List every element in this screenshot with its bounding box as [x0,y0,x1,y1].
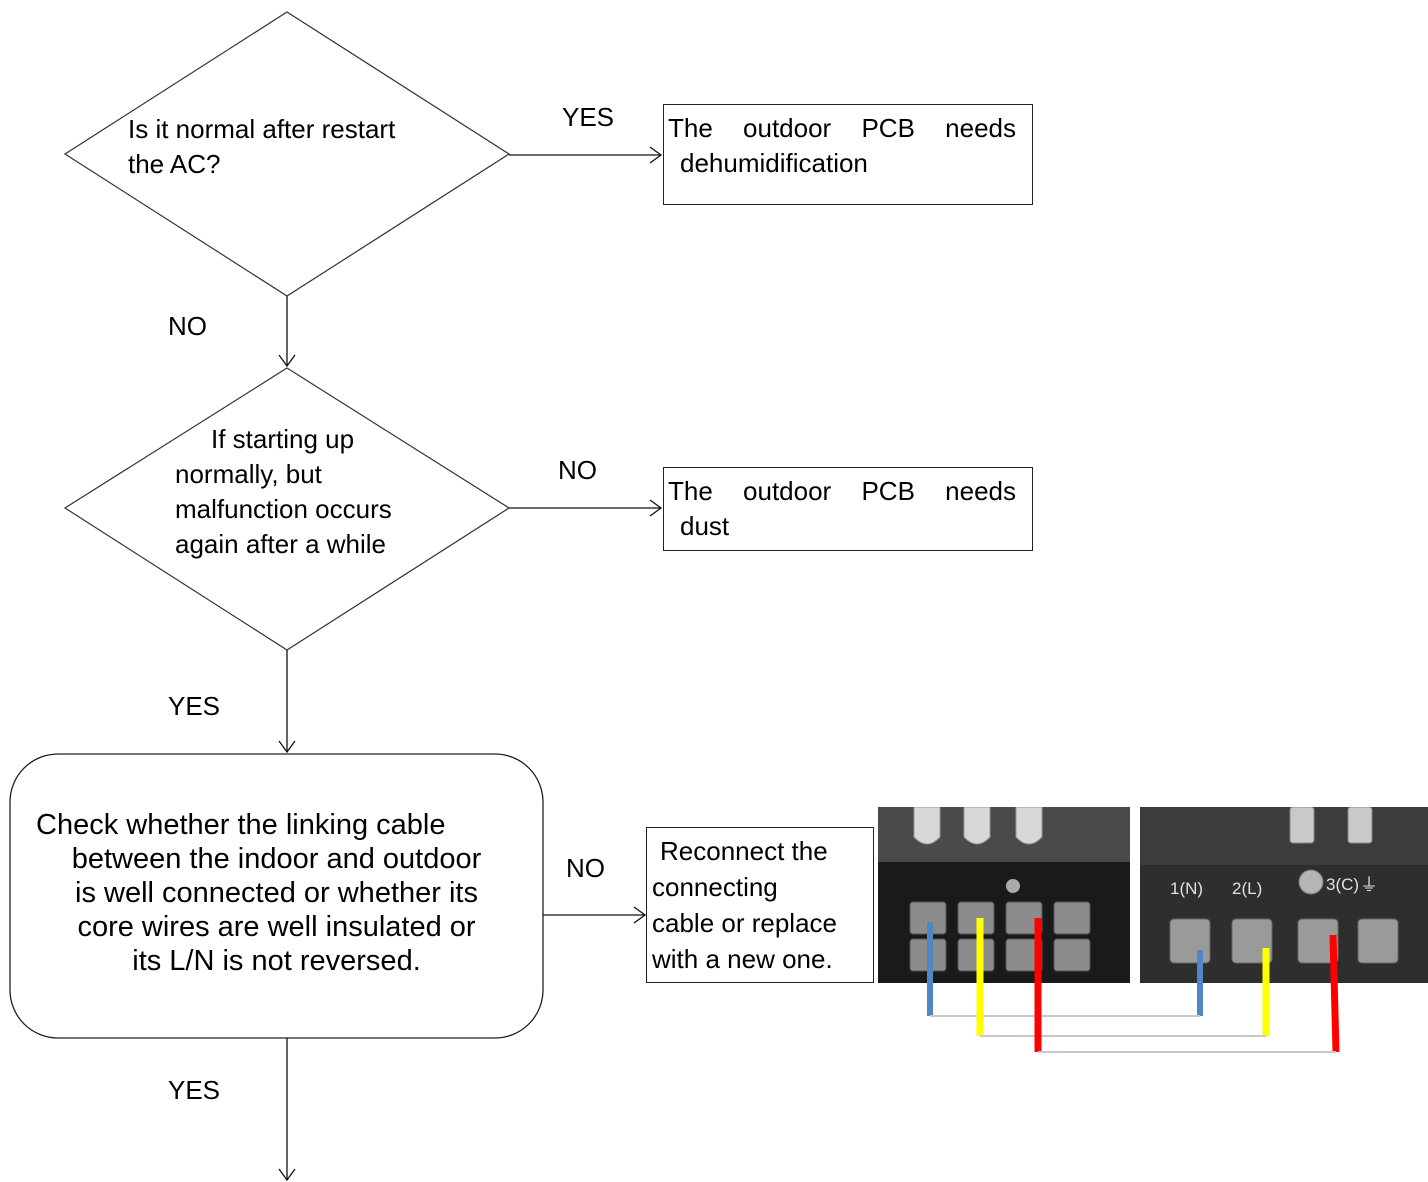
process-check-shape [9,753,544,1039]
connector-d2-yes [278,650,296,754]
process-check-line-4: core wires are well insulated or [77,911,476,943]
ground-icon: ⏚ [1360,875,1378,895]
terminal-label-3: 3(C) [1326,875,1360,894]
wire-live [976,918,1270,1037]
wire-neutral [927,922,1203,1017]
result-2-line-2: dust [680,511,730,541]
process-check-text: Check whether the linking cable between … [10,808,543,978]
result-3-line-1: Reconnect the [660,836,828,866]
terminal-block-right-art [1140,807,1428,983]
terminal-block-photo-right: 1(N) 2(L) 3(C) ⏚ [1140,807,1428,983]
label-d2-no: NO [558,455,597,485]
process-check-line-2: between the indoor and outdoor [71,843,482,875]
result-3-line-3: cable or replace [652,908,837,938]
connector-d1-yes [509,146,663,164]
decision-2-text: If starting up normally, but malfunction… [175,422,392,562]
decision-2-line-3: malfunction occurs [175,494,392,524]
label-d1-yes: YES [562,102,615,132]
result-box-reconnect: Reconnect the connecting cable or replac… [646,827,874,983]
result-box-dust: The outdoor PCB needs dust [663,467,1033,551]
terminal-label-2: 2(L) [1232,879,1263,898]
decision-1-line-2: the AC? [128,149,221,179]
result-1-line-1: The outdoor PCB needs [668,113,1016,143]
connector-d2-no [509,499,663,517]
label-d1-no: NO [168,311,207,341]
decision-2-line-1: If starting up [211,424,355,454]
decision-2-line-2: normally, but [175,459,322,489]
terminal-block-photo-left [878,807,1130,983]
wire-common [1034,918,1340,1053]
process-check-line-1: Check whether the linking cable [36,809,446,841]
decision-2-line-4: again after a while [175,529,387,559]
label-d2-yes: YES [168,691,221,721]
process-check-line-5: its L/N is not reversed. [132,945,421,977]
connector-check-yes [278,1038,296,1182]
terminal-label-1: 1(N) [1170,879,1204,898]
label-check-no: NO [566,853,605,883]
wire-common-right [1329,934,1340,1053]
result-3-line-2: connecting [652,872,778,902]
decision-1-line-1: Is it normal after restart [128,114,396,144]
result-2-line-1: The outdoor PCB needs [668,476,1016,506]
terminal-block-left-art [878,807,1130,983]
result-box-dehumidification: The outdoor PCB needs dehumidification [663,104,1033,205]
result-3-line-4: with a new one. [652,944,833,974]
result-1-line-2: dehumidification [680,148,868,178]
process-check-line-3: is well connected or whether its [75,877,478,909]
connector-check-no [543,906,647,924]
label-check-yes: YES [168,1075,221,1105]
decision-1-text: Is it normal after restart the AC? [128,112,395,182]
connector-d1-no [278,296,296,368]
